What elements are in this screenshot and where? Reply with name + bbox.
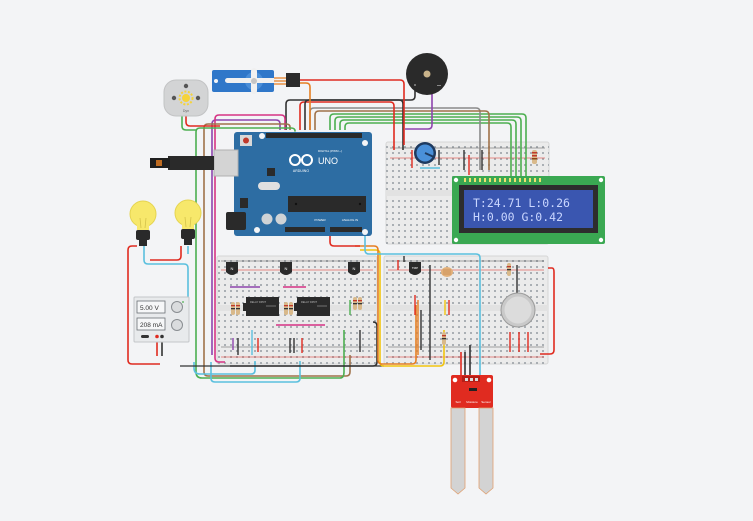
transistor[interactable]: N [226, 262, 238, 275]
arduino-logo-icon [289, 154, 313, 166]
current-knob[interactable] [171, 319, 183, 331]
voltage-knob[interactable] [171, 301, 183, 313]
wire-cyan[interactable] [210, 361, 301, 383]
resistor[interactable] [284, 302, 288, 315]
svg-text:N: N [231, 266, 234, 271]
wire-orange[interactable] [355, 245, 417, 365]
voltage-readout: 5.00 V [140, 305, 159, 312]
current-readout: 208 mA [140, 322, 163, 329]
wire-cyan[interactable] [143, 246, 189, 300]
wire-green[interactable] [339, 119, 517, 176]
resistor[interactable] [442, 332, 446, 345]
wire-brown[interactable] [314, 110, 490, 170]
piezo-buzzer[interactable] [406, 53, 448, 95]
arduino-model: UNO [318, 156, 338, 166]
wire-green[interactable] [181, 116, 196, 131]
svg-text:Moisture: Moisture [466, 400, 478, 404]
resistor[interactable] [507, 263, 511, 276]
wire-green[interactable] [329, 113, 527, 176]
wire-red[interactable] [300, 79, 405, 145]
svg-text:N: N [285, 266, 288, 271]
relay-2[interactable]: RELAY DPDT [294, 297, 330, 316]
photoresistor[interactable] [441, 267, 453, 277]
resistor[interactable] [358, 297, 362, 310]
svg-text:N: N [353, 266, 356, 271]
wire-red[interactable] [299, 101, 395, 150]
wire-black[interactable] [304, 99, 404, 150]
resistor[interactable] [353, 297, 357, 310]
resistor[interactable] [231, 302, 235, 315]
wire-yellow[interactable] [360, 249, 445, 367]
lcd-line-1: T:24.71 L:0.26 [473, 196, 570, 210]
transistor[interactable]: N [348, 262, 360, 275]
wire-green[interactable] [344, 122, 512, 176]
lcd-16x2[interactable]: T:24.71 L:0.26 H:0.00 G:0.42 [452, 176, 605, 244]
wire-purple[interactable] [211, 119, 281, 355]
wire-orange[interactable] [300, 82, 311, 130]
wire-green[interactable] [195, 127, 345, 379]
wire-red[interactable] [127, 245, 160, 365]
wire-red[interactable] [150, 246, 182, 261]
soil-moisture-sensor[interactable]: Soil Moisture Sensor [450, 375, 494, 495]
digital-header-label: DIGITAL (PWM ~) [318, 149, 342, 153]
temperature-sensor[interactable]: TMP [409, 262, 421, 275]
analog-header-label: ANALOG IN [342, 218, 358, 222]
arduino-uno[interactable]: UNO ARDUINO DIGITAL (PWM ~) POWER ANALOG… [150, 132, 372, 236]
gas-sensor[interactable] [500, 292, 536, 328]
resistor[interactable] [289, 302, 293, 315]
wire-cyan[interactable] [364, 235, 481, 380]
wire-purple[interactable] [405, 88, 433, 130]
servo[interactable] [212, 68, 300, 94]
wire-cyan[interactable] [193, 361, 256, 375]
transistor[interactable]: N [280, 262, 292, 275]
svg-text:RELAY DPDT: RELAY DPDT [301, 300, 317, 304]
power-supply[interactable]: 5.00 V 208 mA [133, 296, 190, 343]
svg-text:TMP: TMP [412, 266, 418, 270]
wire-green[interactable] [334, 116, 522, 176]
light-bulb-1[interactable] [129, 200, 157, 246]
wires [127, 76, 555, 383]
resistor[interactable] [532, 150, 537, 164]
light-bulb-2[interactable] [174, 199, 202, 245]
potentiometer[interactable] [414, 142, 436, 164]
wire-brown[interactable] [203, 123, 351, 377]
lcd-line-2: H:0.00 G:0.42 [473, 210, 563, 224]
relay-1[interactable]: RELAY DPDT [243, 297, 279, 316]
motor-label: Dyn [183, 109, 189, 113]
sun-icon [178, 90, 194, 106]
wire-red[interactable] [329, 235, 360, 247]
resistor[interactable] [236, 302, 240, 315]
wire-red[interactable] [185, 116, 220, 127]
wire-red[interactable] [540, 267, 555, 355]
svg-text:RELAY DPDT: RELAY DPDT [250, 300, 266, 304]
wire-magenta[interactable] [214, 114, 286, 363]
svg-text:Sensor: Sensor [481, 400, 491, 404]
svg-text:Soil: Soil [455, 400, 460, 404]
power-switch[interactable] [141, 335, 149, 338]
arduino-brand: ARDUINO [293, 169, 309, 173]
power-header-label: POWER [314, 218, 326, 222]
dc-motor[interactable]: Dyn [163, 79, 209, 117]
